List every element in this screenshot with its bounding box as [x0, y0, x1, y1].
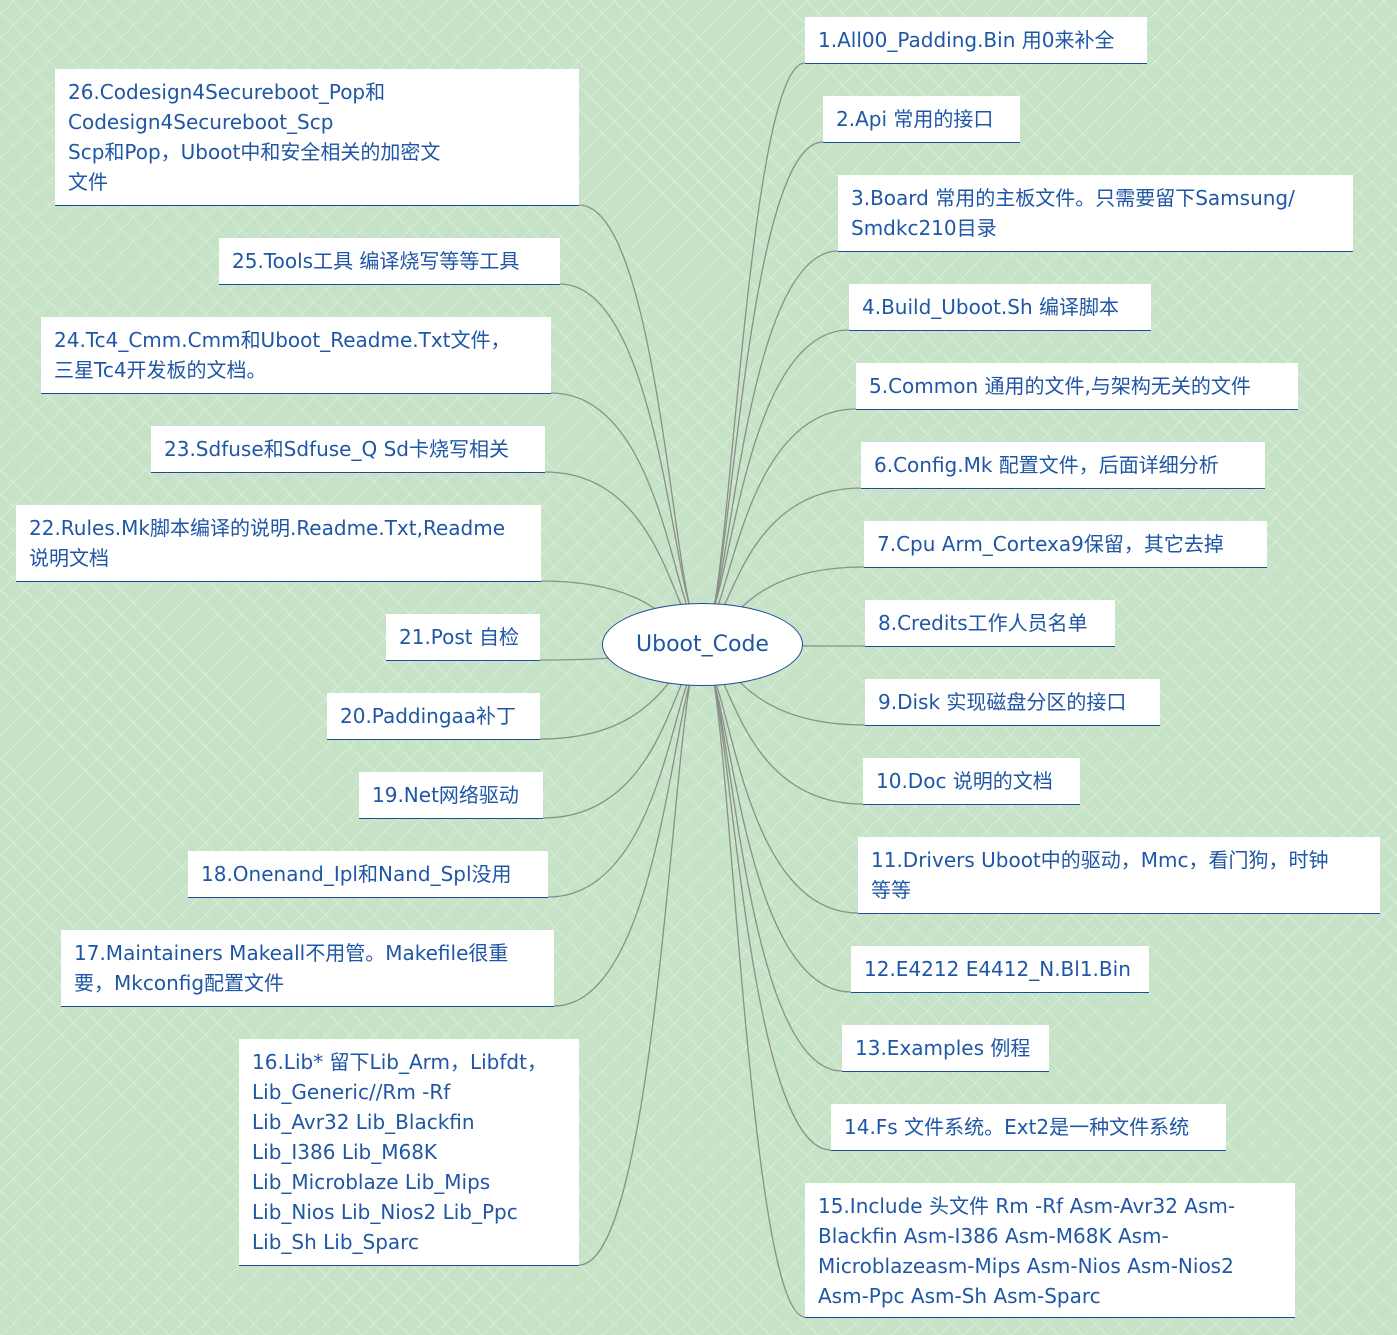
branch-node-14[interactable]: 14.Fs 文件系统。Ext2是一种文件系统: [831, 1104, 1226, 1151]
root-label: Uboot_Code: [636, 632, 769, 657]
branch-node-16[interactable]: 16.Lib* 留下Lib_Arm，Libfdt， Lib_Generic//R…: [239, 1039, 579, 1266]
root-node[interactable]: Uboot_Code: [602, 603, 803, 686]
branch-node-24[interactable]: 24.Tc4_Cmm.Cmm和Uboot_Readme.Txt文件， 三星Tc4…: [41, 317, 551, 394]
connector-branch-node-18: [547, 676, 691, 898]
connector-branch-node-17: [553, 682, 691, 1007]
branch-node-5[interactable]: 5.Common 通用的文件,与架构无关的文件: [856, 363, 1298, 410]
connector-branch-node-26: [578, 204, 691, 608]
connector-branch-node-2: [713, 141, 824, 608]
connector-branch-node-12: [713, 682, 852, 993]
connector-branch-node-1: [713, 62, 806, 608]
branch-node-12[interactable]: 12.E4212 E4412_N.Bl1.Bin: [851, 946, 1149, 993]
connector-branch-node-10: [713, 664, 864, 805]
branch-node-2[interactable]: 2.Api 常用的接口: [823, 96, 1020, 143]
connector-branch-node-4: [713, 329, 850, 608]
connector-branch-node-5: [713, 408, 857, 616]
branch-node-22[interactable]: 22.Rules.Mk脚本编译的说明.Readme.Txt,Readme 说明文…: [16, 505, 541, 582]
connector-branch-node-3: [713, 250, 839, 608]
branch-node-3[interactable]: 3.Board 常用的主板文件。只需要留下Samsung/ Smdkc210目录: [838, 175, 1353, 252]
branch-node-21[interactable]: 21.Post 自检: [386, 614, 540, 661]
connector-branch-node-11: [713, 678, 859, 914]
branch-node-18[interactable]: 18.Onenand_Ipl和Nand_Spl没用: [188, 851, 548, 898]
branch-node-20[interactable]: 20.Paddingaa补丁: [327, 693, 540, 740]
branch-node-8[interactable]: 8.Credits工作人员名单: [865, 600, 1115, 647]
branch-node-1[interactable]: 1.All00_Padding.Bin 用0来补全: [805, 17, 1147, 64]
connector-branch-node-19: [542, 666, 691, 819]
branch-node-25[interactable]: 25.Tools工具 编译烧写等等工具: [219, 238, 560, 285]
branch-node-4[interactable]: 4.Build_Uboot.Sh 编译脚本: [849, 284, 1151, 331]
connector-branch-node-16: [578, 682, 691, 1266]
branch-node-11[interactable]: 11.Drivers Uboot中的驱动，Mmc，看门狗，时钟 等等: [858, 837, 1380, 914]
connector-branch-node-13: [713, 682, 843, 1072]
branch-node-15[interactable]: 15.Include 头文件 Rm -Rf Asm-Avr32 Asm- Bla…: [805, 1183, 1295, 1318]
branch-node-10[interactable]: 10.Doc 说明的文档: [863, 758, 1080, 805]
connector-branch-node-14: [713, 682, 832, 1151]
connector-branch-node-25: [559, 283, 691, 608]
branch-node-6[interactable]: 6.Config.Mk 配置文件，后面详细分析: [861, 442, 1265, 489]
branch-node-17[interactable]: 17.Maintainers Makeall不用管。Makefile很重 要，M…: [61, 930, 554, 1007]
branch-node-26[interactable]: 26.Codesign4Secureboot_Pop和 Codesign4Sec…: [55, 69, 579, 206]
branch-node-19[interactable]: 19.Net网络驱动: [359, 772, 543, 819]
connector-branch-node-23: [544, 471, 691, 624]
connector-branch-node-15: [713, 682, 806, 1318]
branch-node-13[interactable]: 13.Examples 例程: [842, 1025, 1049, 1072]
branch-node-23[interactable]: 23.Sdfuse和Sdfuse_Q Sd卡烧写相关: [151, 426, 545, 473]
branch-node-9[interactable]: 9.Disk 实现磁盘分区的接口: [865, 679, 1160, 726]
connector-branch-node-24: [550, 392, 691, 614]
branch-node-7[interactable]: 7.Cpu Arm_Cortexa9保留，其它去掉: [864, 521, 1267, 568]
